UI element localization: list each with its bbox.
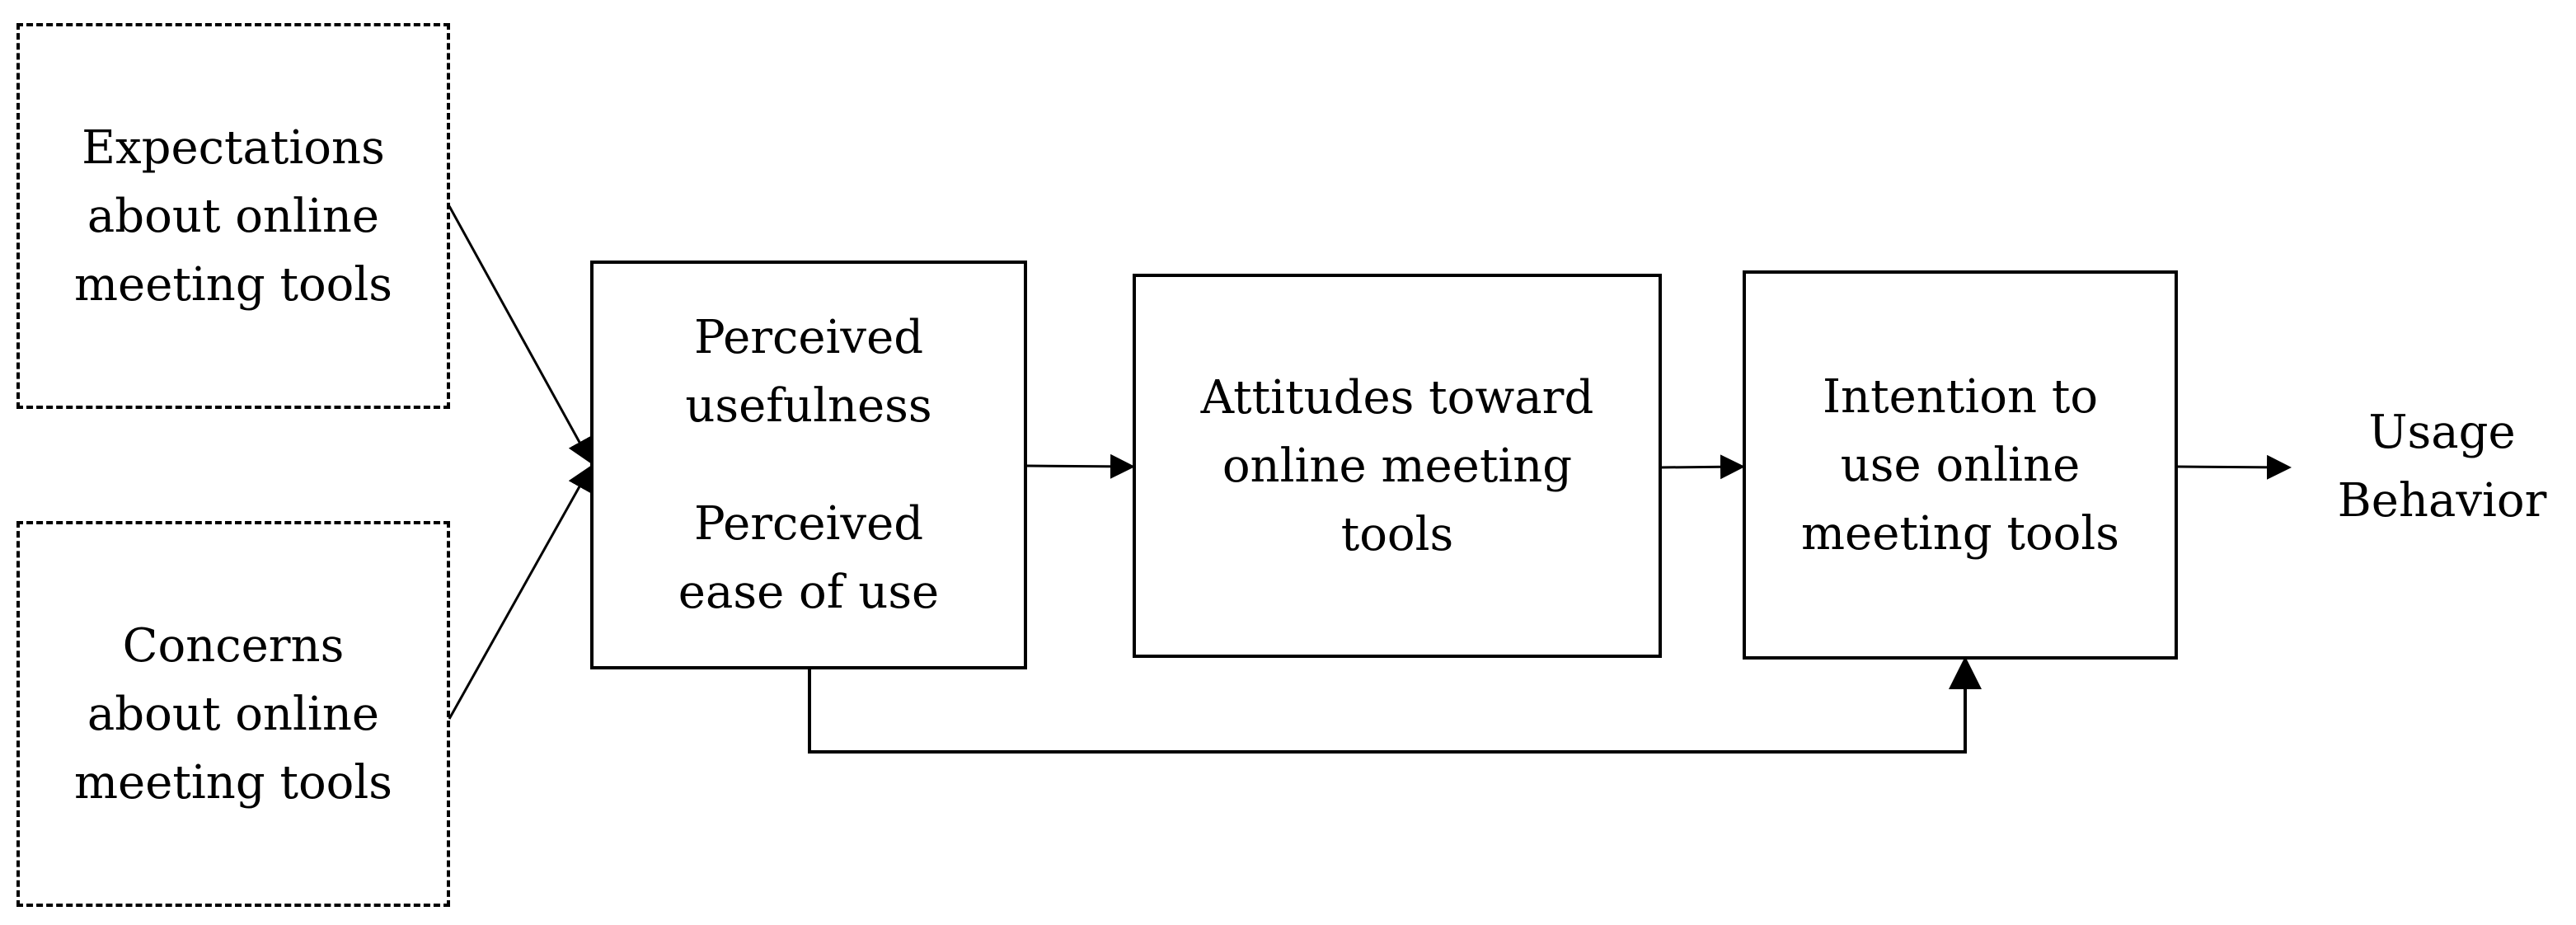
perceived-ease-line-2: ease of use: [678, 566, 940, 619]
arrow-concerns-to-perceived: [448, 465, 592, 720]
concerns-line-2: about online: [87, 687, 380, 741]
attitudes-line-1: Attitudes toward: [1200, 370, 1594, 425]
perceived-ease-line-1: Perceived: [693, 497, 924, 551]
expectations-line-3: meeting tools: [73, 257, 393, 312]
perceived-usefulness-line-2: usefulness: [685, 379, 932, 433]
arrow-perceived-to-intention-feedback: [808, 656, 1982, 754]
intention-line-3: meeting tools: [1800, 506, 2120, 561]
intention-line-1: Intention to: [1822, 369, 2099, 424]
attitudes-line-2: online meeting: [1222, 439, 1573, 493]
perceived-usefulness-line-1: Perceived: [693, 311, 924, 364]
expectations-line-2: about online: [87, 189, 380, 243]
intention-box: Intention to use online meeting tools: [1743, 270, 2178, 660]
expectations-box: Expectations about online meeting tools: [16, 23, 450, 409]
usage-behavior-label: Usage Behavior: [2308, 392, 2576, 541]
concerns-box: Concerns about online meeting tools: [16, 521, 450, 907]
arrow-expectations-to-perceived: [448, 205, 592, 464]
attitudes-line-3: tools: [1340, 507, 1454, 561]
concerns-line-1: Concerns: [122, 618, 345, 673]
usage-line-1: Usage: [2368, 406, 2516, 459]
arrow-perceived-to-attitudes: [1025, 453, 1135, 479]
usage-line-2: Behavior: [2337, 474, 2547, 528]
expectations-line-1: Expectations: [82, 120, 385, 175]
perceived-box: Perceived usefulness Perceived ease of u…: [590, 261, 1027, 669]
concerns-line-3: meeting tools: [73, 755, 393, 810]
intention-line-2: use online: [1840, 438, 2081, 492]
attitudes-box: Attitudes toward online meeting tools: [1133, 274, 1662, 658]
